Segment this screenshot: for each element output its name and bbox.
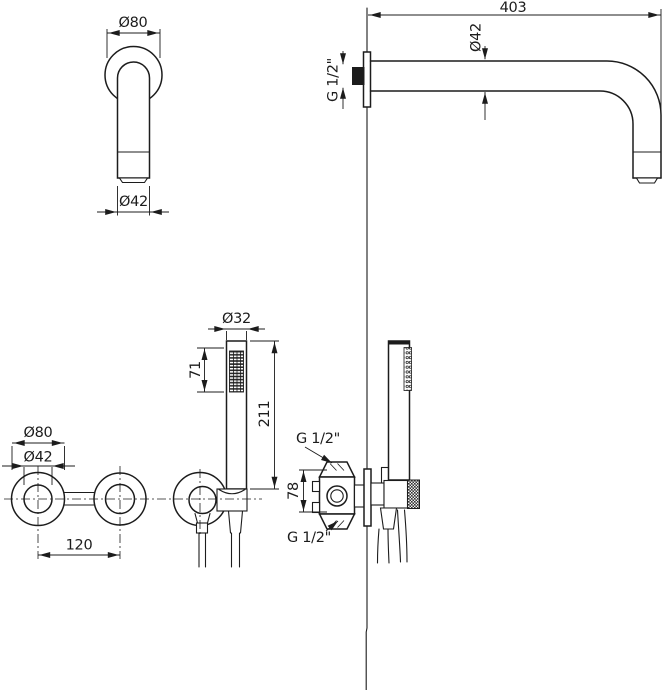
handshower-hose: [230, 532, 241, 568]
wall-line: [365, 7, 368, 690]
valve-left-tab-upper: [311, 480, 321, 493]
dim-label-spout-thread: G 1/2": [326, 58, 342, 102]
handle-barrel: [383, 479, 409, 509]
dim-label-valve-thread-bottom: G 1/2": [287, 530, 331, 546]
dim-handshower-head-71: 71: [188, 347, 224, 393]
handshower-side-top-cap: [388, 341, 410, 345]
dim-spout-front-dia80: Ø80: [106, 15, 161, 58]
valve-cartridge-inner: [330, 489, 344, 503]
handle-collar: [370, 482, 385, 506]
spout-body-front: [116, 61, 151, 179]
dim-spout-side-dia42: Ø42: [469, 23, 488, 120]
spout-thread-connection: [352, 67, 365, 85]
spout-side-view: 403 Ø42 G 1/2": [326, 0, 662, 184]
dim-label-spout-front-dia80: Ø80: [119, 15, 148, 31]
dim-label-spout-front-dia42: Ø42: [119, 194, 148, 210]
handshower-handle-end: [227, 510, 244, 534]
handshower-spray-face: [229, 350, 244, 393]
hose-line-3: [396, 509, 402, 563]
dim-spout-thread-g12: G 1/2": [326, 51, 346, 109]
hose-outlet-sleeve: [379, 507, 398, 530]
dim-spout-front-dia42: Ø42: [97, 186, 169, 216]
holder-cup-notch: [218, 488, 246, 495]
dim-label-valve-front-dia42: Ø42: [24, 450, 53, 466]
spout-wall-flange: [362, 51, 372, 108]
spout-outlet-cap: [118, 177, 149, 184]
handshower-front-view: Ø32 71 211: [172, 311, 279, 568]
dim-valve-front-centers-120: 120: [38, 538, 120, 558]
holder-outlet-taper: [194, 512, 211, 524]
spout-aerator-cap: [635, 177, 659, 184]
spout-arm-outer-edge: [369, 60, 662, 179]
mixer-wall-flange: [363, 468, 372, 527]
dim-handshower-dia32: Ø32: [208, 311, 265, 340]
dim-spout-reach-403: 403: [368, 0, 662, 113]
spout-arm-inner-edge: [369, 90, 634, 179]
dim-label-handshower-dia: Ø32: [222, 311, 251, 327]
holder-hose-nut: [195, 522, 209, 534]
dim-label-spout-side-dia42: Ø42: [469, 23, 485, 52]
valve-trim-front-view: Ø80 Ø42 120: [2, 425, 147, 558]
dim-valve-thread-top: G 1/2": [296, 431, 340, 464]
dim-valve-thread-bottom: G 1/2": [287, 520, 339, 546]
dim-label-valve-front-centers: 120: [66, 538, 93, 554]
dim-label-valve-thread-top: G 1/2": [296, 431, 340, 447]
dim-label-handshower-length: 211: [257, 401, 273, 428]
valve-top-port: [318, 461, 356, 478]
wall-section-line: [365, 7, 368, 690]
hose-line-4: [403, 509, 408, 563]
dim-valve-front-dia42: Ø42: [2, 450, 75, 485]
dim-label-valve-height: 78: [286, 482, 302, 500]
handle-knurled-grip: [407, 479, 420, 509]
centerlines: [4, 466, 262, 559]
holder-cup: [216, 488, 248, 512]
valve-cartridge-outer: [326, 485, 348, 507]
holder-hose: [198, 532, 207, 568]
holder-pivot-ball: [188, 485, 217, 515]
hose-line-1: [376, 528, 380, 564]
dim-label-valve-front-dia80: Ø80: [24, 425, 53, 441]
dim-label-handshower-head: 71: [188, 361, 204, 379]
handle-connecting-bar: [63, 491, 96, 506]
hose-line-2: [387, 528, 390, 564]
spout-front-view: Ø80 Ø42: [97, 15, 169, 216]
dim-handshower-length-211: 211: [250, 340, 279, 490]
handshower-side-spray-strip: [403, 347, 412, 391]
dim-label-spout-reach: 403: [500, 0, 527, 16]
mixer-side-view: G 1/2" 78 G 1/2": [286, 340, 420, 564]
valve-left-tab-lower: [311, 501, 321, 514]
dim-valve-height-78: 78: [286, 469, 327, 513]
